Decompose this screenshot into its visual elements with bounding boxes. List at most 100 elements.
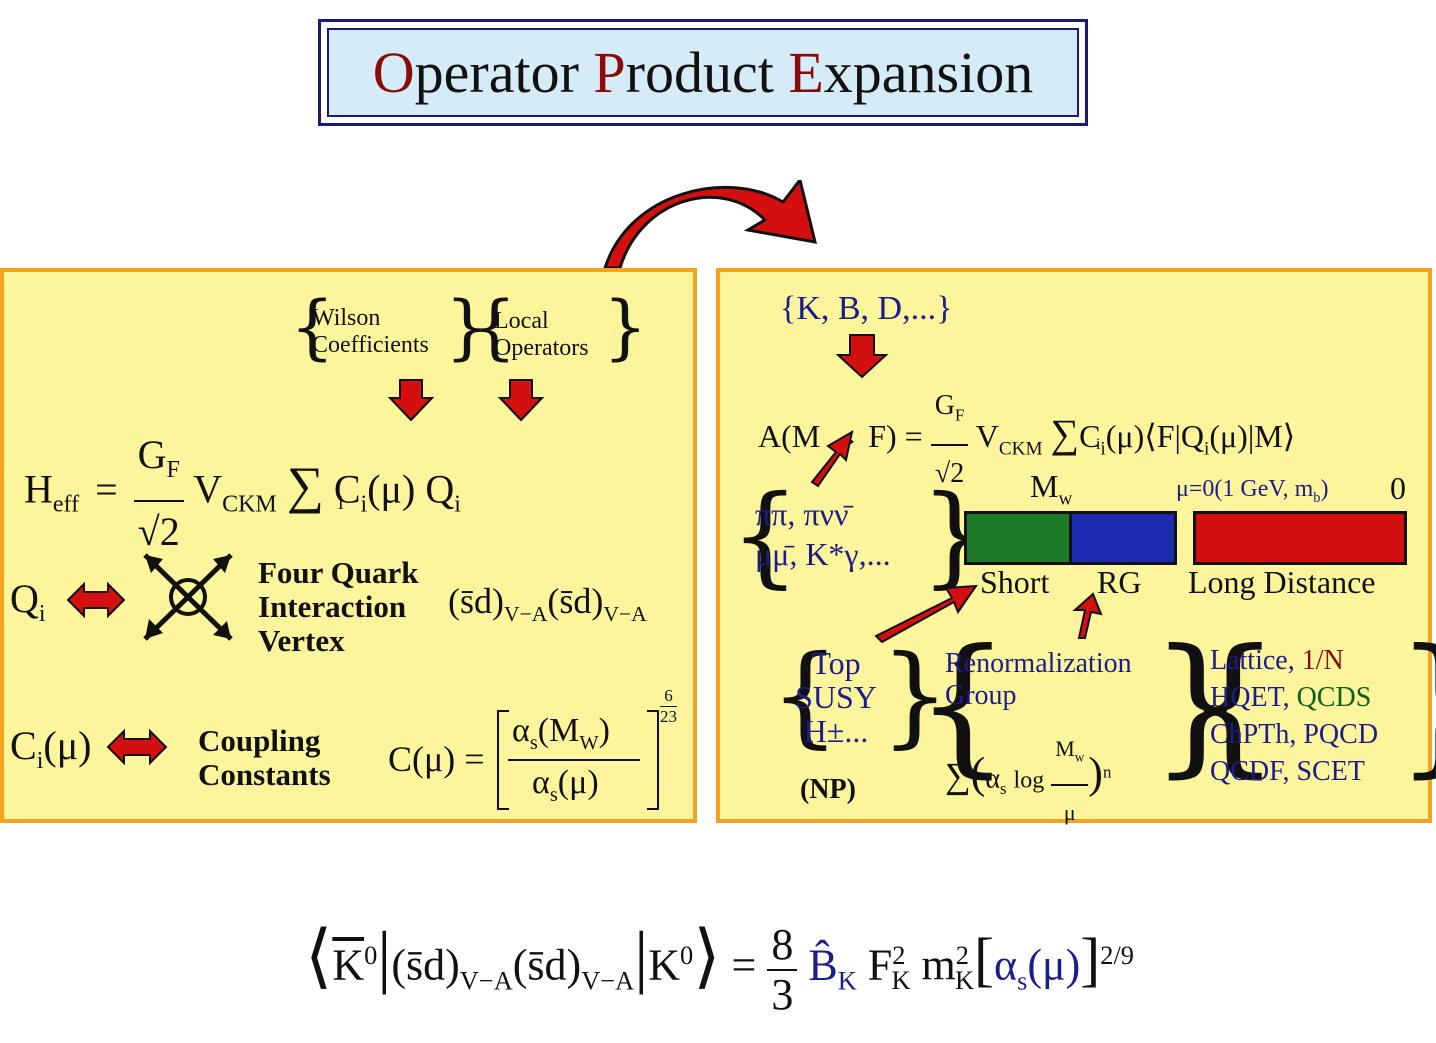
double-arrow-icon	[66, 581, 126, 619]
amplitude-equation: A(M → F) = GF √2 VCKM ∑Ci(μ)⟨F|Qi(μ)|M⟩	[758, 378, 1295, 502]
wilson-coefficients-label: Wilson Coefficients	[312, 305, 429, 359]
bracket-box	[497, 710, 659, 810]
down-arrow-icon	[388, 379, 434, 422]
bottom-alpha-sub: s	[1017, 965, 1028, 996]
coupling-constants-label: Coupling Constants	[198, 724, 331, 792]
up-arrow-icon	[1072, 592, 1103, 639]
exponent-fraction: 6 23	[660, 686, 677, 727]
double-arrow-icon	[106, 728, 168, 766]
method-1-over-n: 1/N	[1301, 645, 1344, 676]
bottom-sd-1: (s̄d)	[391, 940, 460, 990]
bottom-alpha: α	[994, 940, 1018, 990]
mw-subscript: w	[1058, 488, 1073, 510]
mu-scale-sub: b	[1313, 489, 1321, 506]
coupling-line1: Coupling	[198, 723, 321, 758]
mw-label: Mw	[1030, 468, 1072, 510]
fraction-line	[508, 759, 640, 761]
mu-scale-text: μ=0(1 GeV, m	[1176, 476, 1314, 502]
amp-gf: G	[934, 390, 955, 421]
four-quark-vertex-icon	[143, 553, 233, 641]
sum-index: i	[338, 492, 344, 514]
gf-fraction: GF √2	[133, 425, 184, 562]
bottom-sd-2: (s̄d)	[512, 940, 582, 990]
sd-term-1: (s̄d)	[448, 581, 504, 621]
alpha-num-sub: s	[529, 731, 538, 754]
kbar-sup: 0	[364, 940, 378, 970]
amp-sum-index: i	[1096, 436, 1101, 453]
alpha-num-symbol: α	[512, 712, 530, 749]
local-line2: Operators	[494, 335, 589, 361]
wilson-line2: Coefficients	[312, 332, 429, 358]
left-panel	[0, 268, 697, 823]
amp-q: Q	[1180, 418, 1205, 455]
method-row-2: HQET, QCDS	[1210, 679, 1378, 716]
alpha-den-sub: s	[549, 783, 558, 806]
log-exponent: n	[1102, 762, 1112, 782]
log-text: log	[1013, 767, 1045, 794]
ket-close: ⟩	[693, 918, 721, 996]
title-word-product: roduct	[625, 40, 774, 105]
rg-label: RG	[1097, 564, 1142, 600]
ci-label-symbol: C	[10, 723, 37, 768]
bag-parameter-equation: ⟨K0|(s̄d)V−A(s̄d)V−A|K0⟩ = 8 3 B̂K F2K m…	[305, 905, 1134, 1030]
methods-brace-close-icon: }	[1395, 630, 1436, 780]
sd-sd-term: (s̄d)V−A(s̄d)V−A	[448, 580, 647, 627]
local-operators-label: Local Operators	[494, 308, 589, 362]
c-mu-symbol: C(μ) =	[388, 739, 485, 779]
log-num: M	[1055, 736, 1075, 761]
method-hqet: HQET,	[1210, 682, 1297, 713]
vertex-line3: Vertex	[258, 623, 345, 658]
np-list: Top SUSY H±...	[790, 646, 882, 748]
bottom-exponent: 2/9	[1100, 940, 1134, 970]
renorm-brace-open-icon: {	[915, 618, 1011, 792]
log-den: μ	[1063, 800, 1076, 826]
qi-label: Qi	[10, 575, 46, 628]
four-quark-label: Four Quark Interaction Vertex	[258, 556, 418, 658]
amp-ket: M	[1254, 418, 1283, 455]
bottom-sd-sub-1: V−A	[459, 965, 513, 996]
diagonal-arrow-icon	[810, 429, 854, 488]
alpha-num-arg: (M	[537, 712, 580, 749]
decays-brace-open-icon: {	[730, 471, 800, 599]
fk-sub: K	[891, 965, 911, 996]
bottom-equals: =	[731, 940, 757, 990]
title-word-operator: perator	[414, 40, 579, 105]
title-initial-e: E	[788, 40, 824, 105]
amp-gf-sub: F	[954, 405, 965, 425]
log-sum-icon: ∑	[945, 755, 971, 796]
curved-arrow-icon	[602, 180, 817, 270]
amp-sum-icon: ∑	[1050, 411, 1080, 457]
alpha-den: αs(μ)	[532, 764, 599, 807]
mu-symbol: μ	[380, 466, 402, 512]
amp-vckm: V	[975, 418, 999, 455]
vckm-subscript: CKM	[222, 491, 277, 518]
amp-sqrt2: 2	[950, 457, 965, 489]
sqrt2-value: 2	[159, 509, 180, 554]
methods-list: Lattice, 1/N HQET, QCDS ChPTh, PQCD QCDF…	[1210, 642, 1378, 790]
frac-num-8: 8	[767, 920, 798, 971]
bracket-open: [	[974, 926, 995, 993]
method-row-1: Lattice, 1/N	[1210, 642, 1378, 679]
alpha-num: αs(MW)	[512, 712, 610, 754]
amp-ci: C	[1079, 418, 1101, 455]
heff-equation: Heff = GF √2 VCKM ∑ Ci(μ) Qi	[24, 425, 461, 562]
method-lattice: Lattice,	[1210, 645, 1302, 676]
log-alpha-sub: s	[1000, 779, 1007, 799]
exp-num: 6	[660, 686, 677, 707]
coupling-line2: Constants	[198, 757, 331, 792]
qi-label-subscript: i	[38, 601, 46, 627]
decays-line1: ππ, πνν̄	[755, 496, 849, 532]
local-brace-close-icon: }	[603, 286, 648, 368]
left-brace-close-icon: }	[445, 286, 490, 368]
amp-gf-fraction: GF √2	[930, 378, 969, 502]
vckm-symbol: V	[193, 466, 223, 512]
ci-subscript: i	[360, 491, 368, 518]
renorm-line1: Renormalization	[945, 648, 1132, 679]
gf-symbol: G	[137, 432, 167, 477]
page-title: Operator Product Expansion	[373, 39, 1033, 106]
np-label: (NP)	[800, 774, 856, 805]
amp-ci-sub: i	[1100, 438, 1106, 460]
mk-sub: K	[954, 965, 975, 996]
log-paren-close: )	[1088, 748, 1103, 798]
qi-subscript: i	[454, 491, 461, 518]
